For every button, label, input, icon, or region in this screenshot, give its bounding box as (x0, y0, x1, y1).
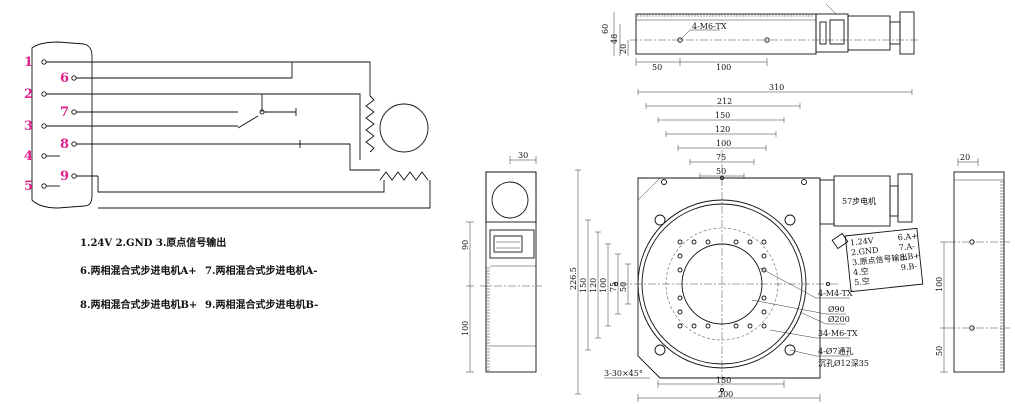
right-side-scale (1000, 181, 1004, 369)
callout-counterbore: 沉孔Ø12深35 (818, 359, 869, 368)
stepper-motor-symbol (98, 95, 431, 209)
note-line-1: 1.24V 2.GND 3.原点信号输出 (80, 236, 226, 249)
callout-m6: 34-M6-TX (818, 329, 858, 338)
nameplate-entry: 1.24V (850, 236, 875, 247)
pin-label-4: 4 (24, 149, 33, 164)
mounting-hole (761, 267, 767, 273)
pin-label-2: 2 (24, 87, 33, 102)
mounting-hole (677, 267, 683, 273)
left-dim-90: 90 (461, 240, 470, 250)
note-pin9: 9.两相混合式步进电机B- (205, 298, 318, 311)
mounting-hole (733, 323, 739, 329)
mounting-hole (747, 239, 753, 245)
top-dim-50: 50 (652, 63, 662, 72)
front-left-dim-label: 120 (589, 278, 598, 293)
front-bottom-dim-150: 150 (716, 376, 731, 385)
nameplate-entry: 7.A- (898, 242, 915, 253)
top-hole-callout: 4-M6-TX (692, 22, 727, 31)
nameplate-entry: 5.空 (854, 276, 871, 288)
mounting-hole (747, 323, 753, 329)
pin-label-9: 9 (60, 169, 69, 184)
front-left-dim-label: 150 (579, 278, 588, 293)
right-dim-50: 50 (935, 346, 944, 356)
wiring-diagram: 1 2 3 4 5 6 7 8 9 (24, 41, 431, 311)
right-dim-20: 20 (960, 153, 970, 162)
top-view-scale (637, 14, 813, 17)
front-top-dim-label: 100 (716, 139, 731, 148)
callout-d200: Ø200 (828, 315, 850, 324)
mounting-hole (691, 239, 697, 245)
mounting-hole (691, 323, 697, 329)
mounting-hole (677, 295, 683, 301)
nameplate-entry: 8.B+ (899, 251, 920, 262)
top-dim-100: 100 (716, 63, 731, 72)
front-left-dim-label: 75 (609, 282, 618, 292)
db9-connector-outline (31, 41, 93, 209)
edge-hole (719, 387, 725, 393)
mounting-hole (761, 239, 767, 245)
note-pin7: 7.两相混合式步进电机A- (205, 264, 317, 277)
pin-label-5: 5 (24, 179, 33, 194)
pin-label-7: 7 (60, 105, 69, 120)
front-top-dim-label: 310 (769, 83, 784, 92)
nameplate-entry: 9.B- (900, 262, 918, 273)
front-left-dim-label: 50 (619, 282, 628, 292)
front-top-dim-label: 212 (717, 97, 732, 106)
left-dim-30: 30 (518, 151, 528, 160)
front-left-dim-label: 226.5 (569, 267, 578, 290)
top-dim-20: 20 (619, 44, 628, 54)
mounting-hole (761, 323, 767, 329)
front-top-dim-label: 50 (716, 167, 726, 176)
mounting-hole (761, 295, 767, 301)
pin-label-8: 8 (60, 137, 69, 152)
mounting-hole (705, 323, 711, 329)
top-dim-60: 60 (601, 24, 610, 34)
front-view: 57步电机 1.24V2.GND3.原点信号输出4.空5.空6.A+7.A-8.… (569, 83, 924, 402)
mounting-hole (677, 253, 683, 259)
left-dim-100: 100 (461, 321, 470, 336)
note-pin6: 6.两相混合式步进电机A+ (80, 264, 197, 277)
callout-d90: Ø90 (828, 305, 845, 314)
mounting-hole (677, 239, 683, 245)
right-side-view: 20 100 50 (935, 153, 1010, 373)
nameplate-entry: 2.GND (851, 246, 879, 258)
callout-through-hole: 4-Ø7通孔 (818, 346, 853, 356)
callout-m4: 4-M4-TX (818, 289, 853, 298)
chamfer-label: 3-30×45° (604, 369, 643, 378)
nameplate-entry: 4.空 (853, 266, 870, 278)
front-bottom-dim-200: 200 (718, 390, 733, 399)
front-left-dim-label: 100 (599, 278, 608, 293)
mounting-hole (761, 253, 767, 259)
mounting-hole (733, 239, 739, 245)
nameplate-entry: 6.A+ (897, 231, 918, 242)
pin-label-6: 6 (60, 71, 69, 86)
top-dim-48: 48 (610, 34, 619, 44)
front-top-dim-label: 150 (715, 111, 730, 120)
left-side-scale (486, 267, 490, 371)
wires (46, 61, 385, 193)
left-side-view: 30 90 100 (461, 151, 542, 373)
mounting-hole (677, 323, 683, 329)
front-top-dim-label: 75 (716, 153, 726, 162)
right-dim-100: 100 (935, 277, 944, 292)
mounting-hole-grid (613, 175, 831, 393)
edge-hole (825, 281, 831, 287)
top-view: 60 48 20 50 100 4-M6-TX (601, 3, 920, 72)
edge-hole (719, 175, 725, 181)
mounting-hole (761, 309, 767, 315)
motor-label: 57步电机 (842, 196, 876, 206)
pin-label-3: 3 (24, 119, 33, 134)
front-top-dimensions: 310 212 150 120 100 75 50 (637, 83, 913, 179)
pin-label-1: 1 (24, 55, 33, 70)
note-pin8: 8.两相混合式步进电机B+ (80, 298, 197, 311)
front-top-dim-label: 120 (715, 125, 730, 134)
edge-hole (613, 281, 619, 287)
mounting-hole (705, 239, 711, 245)
mounting-hole (677, 309, 683, 315)
